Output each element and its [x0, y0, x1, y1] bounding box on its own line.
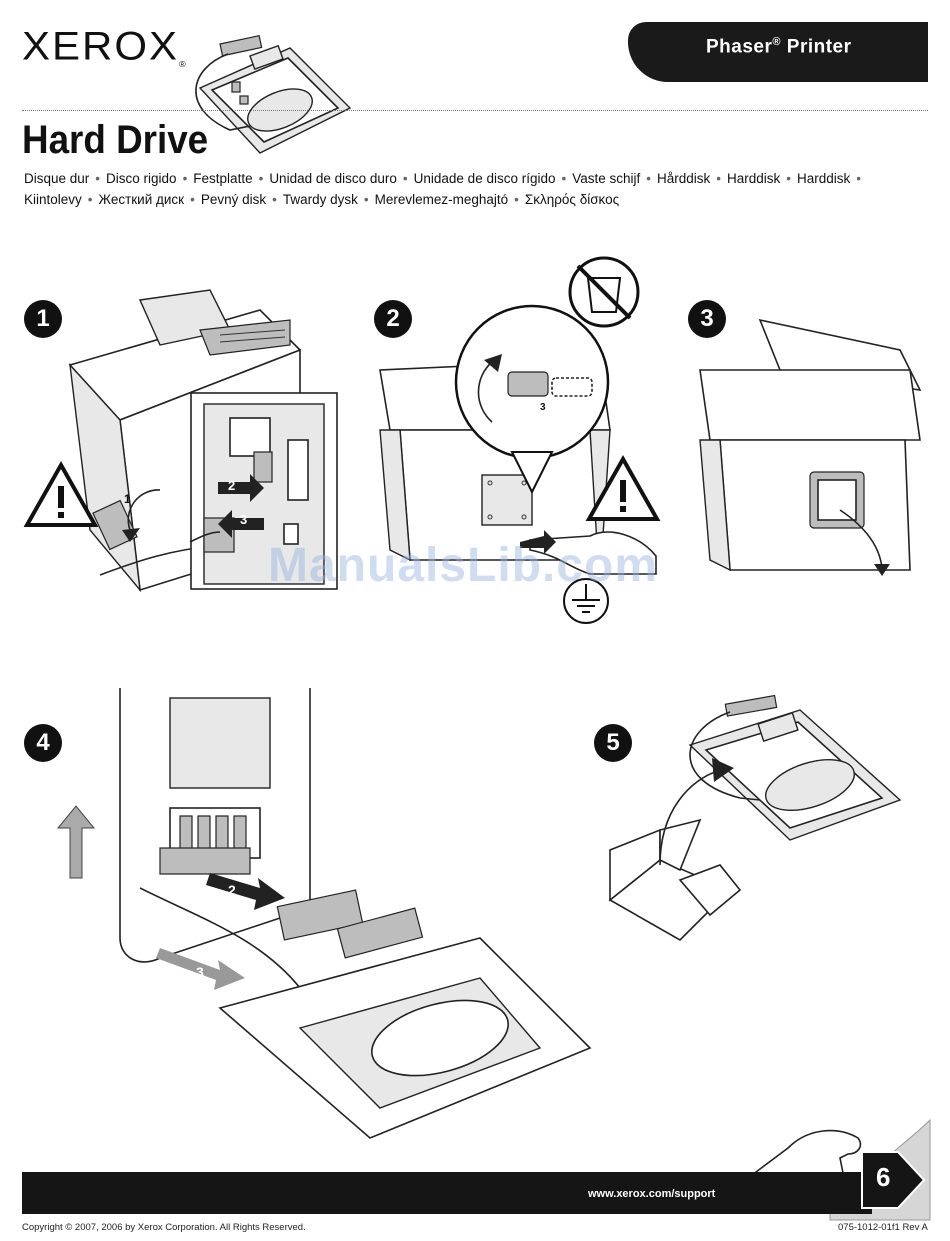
step-1-callout-2: 2	[228, 478, 236, 493]
bullet-separator: •	[190, 192, 195, 207]
translation-es: Unidad de disco duro	[269, 171, 397, 186]
translation-nl: Vaste schijf	[572, 171, 641, 186]
step-5-illustration	[608, 694, 902, 941]
bullet-separator: •	[272, 192, 277, 207]
bullet-separator: •	[258, 171, 264, 186]
step-4-callout-1: 1	[86, 850, 94, 866]
translation-fr: Disque dur	[24, 171, 90, 186]
step-4-callout-3a: 3	[196, 964, 204, 980]
translation-pt: Unidade de disco rígido	[413, 171, 556, 186]
step-1-arrows	[122, 474, 264, 542]
page-number: 6	[876, 1162, 891, 1192]
step-2-detail-circle	[454, 304, 610, 495]
bullet-separator: •	[716, 171, 721, 186]
xerox-logo: XEROX®	[22, 23, 188, 69]
bullet-separator: •	[182, 171, 188, 186]
translation-pl: Twardy dysk	[282, 192, 358, 207]
step-number-2: 2	[374, 300, 412, 338]
translation-da: Harddisk	[727, 171, 781, 186]
hand-icon	[520, 530, 657, 575]
bullet-separator: •	[646, 171, 651, 186]
step-number-3: 3	[688, 300, 726, 338]
step-number-5: 5	[594, 724, 632, 762]
copyright: Copyright © 2007, 2006 by Xerox Corporat…	[22, 1222, 306, 1233]
bullet-separator: •	[87, 192, 93, 207]
bullet-separator: •	[95, 171, 101, 186]
bullet-separator: •	[786, 171, 792, 186]
header-divider	[22, 110, 928, 111]
step-1-callout-3: 3	[240, 512, 248, 527]
step-4-callout-3b: 3	[262, 938, 270, 954]
product-tab	[628, 22, 928, 82]
watermark: ManualsLib.com	[268, 539, 659, 592]
step-2-callout-2: 2	[486, 390, 493, 404]
ground-icon	[563, 578, 609, 624]
step-2-callout-1: 1	[520, 530, 527, 542]
step-number-4: 4	[24, 724, 62, 762]
step-2-callout-3: 3	[540, 402, 546, 413]
hand-icon	[745, 1129, 862, 1179]
warning-icon	[23, 460, 99, 527]
document-number: 075-1012-01f1 Rev A	[838, 1222, 928, 1233]
translation-cs: Pevný disk	[200, 192, 267, 207]
next-page-arrow-icon[interactable]	[858, 1148, 928, 1212]
step-1-inset	[189, 392, 338, 590]
brand-text: XEROX	[22, 23, 180, 68]
step-1-callout-1: 1	[124, 492, 131, 506]
support-url[interactable]: www.xerox.com/support	[588, 1188, 716, 1200]
brand-registered-mark: ®	[179, 59, 188, 69]
footer-bar	[22, 1172, 872, 1214]
step-4-illustration	[56, 688, 592, 1139]
bullet-separator: •	[561, 171, 567, 186]
translations-list: Disque dur • Disco rigido • Festplatte • Unida…	[24, 168, 924, 210]
translation-de: Festplatte	[193, 171, 253, 186]
no-trash-icon	[568, 256, 640, 328]
translation-hu: Merevlemez-meghajtó	[374, 192, 509, 207]
product-registered-mark: ®	[772, 36, 781, 48]
bullet-separator: •	[856, 171, 862, 186]
arrow-icon	[127, 489, 161, 531]
translation-it: Disco rigido	[106, 171, 177, 186]
hard-drive-thumbnail	[195, 34, 352, 154]
step-4-callout-2: 2	[228, 882, 236, 898]
product-suffix: Printer	[786, 36, 852, 58]
bullet-separator: •	[514, 192, 519, 207]
translation-el: Σκληρός δίσκος	[524, 192, 620, 207]
step-3-illustration	[699, 318, 922, 576]
bullet-separator: •	[402, 171, 408, 186]
translation-no: Harddisk	[797, 171, 851, 186]
page-title: Hard Drive	[22, 118, 209, 162]
product-name-text: Phaser	[706, 36, 773, 58]
product-name: Phaser® Printer	[706, 36, 852, 58]
translation-ru: Жесткий диск	[98, 192, 185, 207]
bullet-separator: •	[363, 192, 369, 207]
translation-sv: Hårddisk	[656, 171, 711, 186]
translation-fi: Kiintolevy	[24, 192, 82, 207]
warning-icon	[585, 454, 661, 521]
step-number-1: 1	[24, 300, 62, 338]
